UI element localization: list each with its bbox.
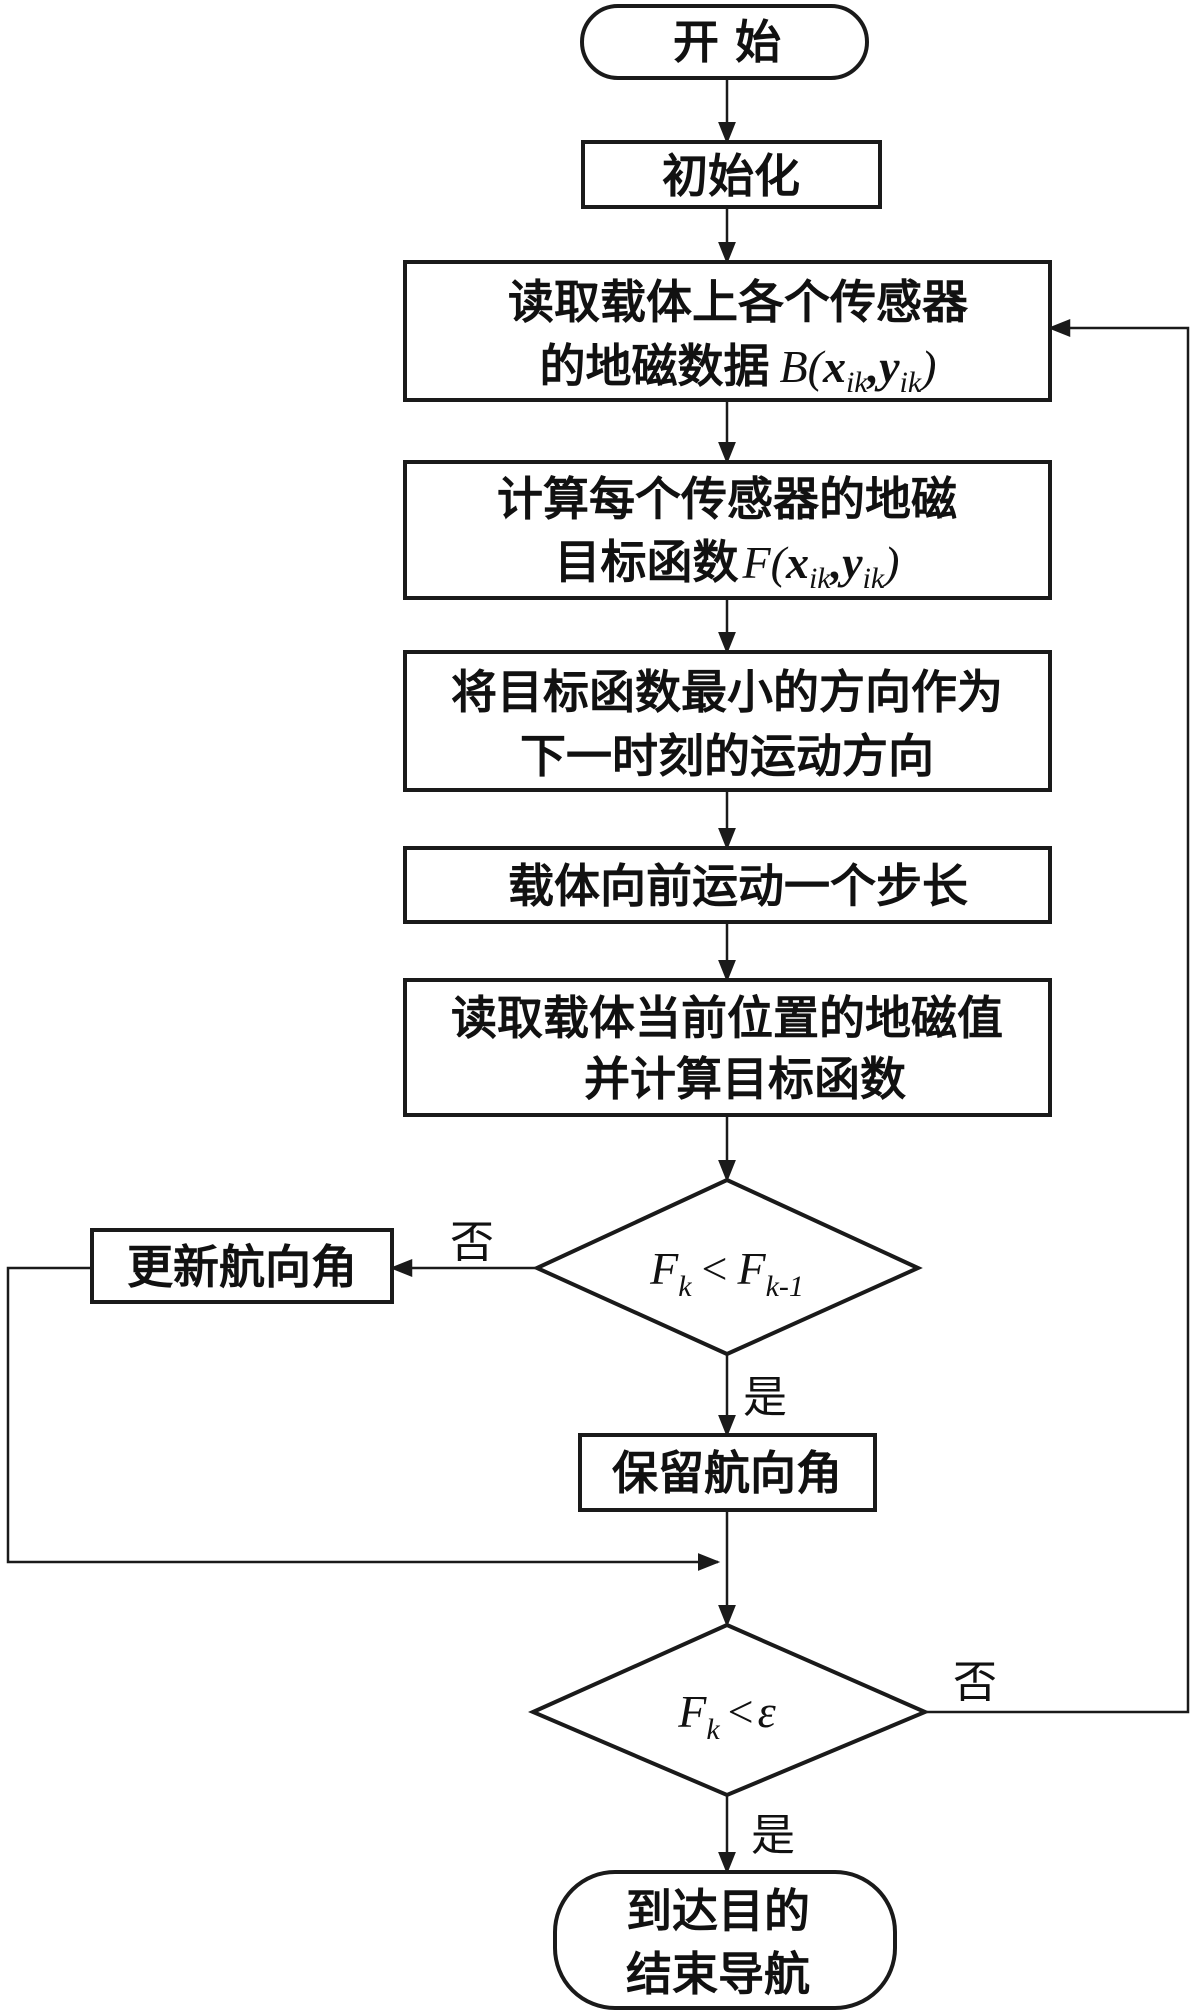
start-node: 开 始: [580, 4, 869, 80]
start-label: 开 始: [673, 15, 781, 69]
direction-line2: 下一时刻的运动方向: [520, 729, 934, 783]
update-heading-node: 更新航向角: [90, 1228, 394, 1304]
decision-fk-less-epsilon: Fk<ε: [528, 1622, 931, 1798]
step-label: 载体向前运动一个步长: [508, 859, 968, 913]
read-current-line2: 并计算目标函数: [584, 1052, 906, 1106]
end-line2: 结束导航: [626, 1947, 810, 2001]
init-node: 初始化: [581, 140, 882, 209]
keep-heading-label: 保留航向角: [612, 1446, 842, 1500]
step-node: 载体向前运动一个步长: [403, 846, 1052, 924]
arrow-update-merge: [6, 1266, 721, 1571]
connectors: [6, 78, 1190, 1875]
read-current-line1: 读取载体当前位置的地磁值: [451, 991, 1003, 1045]
update-heading-label: 更新航向角: [127, 1240, 357, 1294]
branch-label-no-2: 否: [953, 1657, 997, 1708]
decision2-expression: Fk<ε: [677, 1686, 776, 1746]
direction-node: 将目标函数最小的方向作为 下一时刻的运动方向: [403, 650, 1052, 792]
end-line1: 到达目的: [626, 1884, 810, 1938]
branch-label-no-1: 否: [450, 1217, 494, 1268]
read-current-node: 读取载体当前位置的地磁值 并计算目标函数: [403, 978, 1052, 1117]
decision1-expression: Fk<Fk-1: [649, 1243, 804, 1303]
calc-objective-node: 计算每个传感器的地磁 目标函数F(xik,yik): [403, 460, 1052, 600]
init-label: 初始化: [662, 149, 800, 203]
decision-fk-less-fk1: Fk<Fk-1: [532, 1177, 923, 1357]
branch-label-yes-1: 是: [743, 1372, 787, 1423]
read-sensors-line1: 读取载体上各个传感器: [508, 275, 969, 329]
calc-objective-line2: 目标函数F(xik,yik): [555, 535, 900, 595]
direction-line1: 将目标函数最小的方向作为: [451, 665, 1003, 719]
keep-heading-node: 保留航向角: [578, 1433, 877, 1512]
branch-label-yes-2: 是: [751, 1810, 795, 1861]
calc-objective-line1: 计算每个传感器的地磁: [497, 472, 957, 526]
end-node: 到达目的 结束导航: [553, 1870, 897, 2010]
arrow-decision2-no-loop: [925, 319, 1190, 1714]
